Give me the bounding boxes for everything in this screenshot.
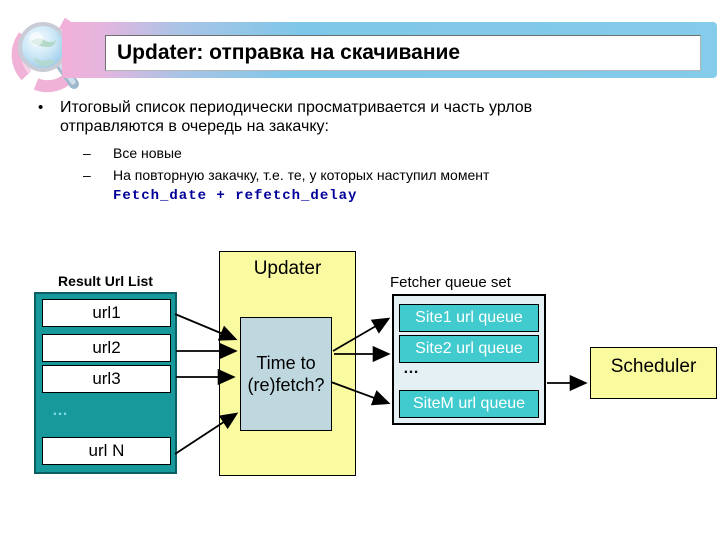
- sub-bullet-text: Все новые: [113, 145, 182, 161]
- dash-marker: –: [83, 145, 91, 161]
- bullet-marker: •: [38, 99, 44, 116]
- url-item: url3: [42, 365, 171, 393]
- dash-marker: –: [83, 167, 91, 183]
- url-item: url2: [42, 334, 171, 362]
- title-box: Updater: отправка на скачивание: [105, 35, 701, 71]
- title-bar: Updater: отправка на скачивание: [62, 22, 717, 78]
- time-to-refetch-box: Time to (re)fetch?: [240, 317, 332, 431]
- code-expression: Fetch_date + refetch_delay: [113, 188, 358, 204]
- sub-bullet-item: – На повторную закачку, т.е. те, у котор…: [83, 167, 489, 184]
- site-queue-item: Site2 url queue: [399, 335, 539, 363]
- sub-bullet-item: – Все новые: [83, 145, 182, 162]
- url-item: url N: [42, 437, 171, 465]
- url-list-ellipsis: …: [52, 402, 70, 419]
- scheduler-box: Scheduler: [590, 347, 717, 399]
- bullet-text: Итоговый список периодически просматрива…: [60, 99, 533, 135]
- sub-bullet-text: На повторную закачку, т.е. те, у которых…: [113, 167, 490, 183]
- queue-ellipsis: …: [403, 360, 421, 377]
- time-to-refetch-label: Time to (re)fetch?: [247, 353, 325, 395]
- result-url-list-label: Result Url List: [58, 273, 153, 289]
- result-url-list-container: url1 url2 url3 … url N: [34, 292, 177, 474]
- page-title: Updater: отправка на скачивание: [117, 41, 461, 64]
- url-item: url1: [42, 299, 171, 327]
- updater-label: Updater: [253, 258, 322, 279]
- bullet-item: • Итоговый список периодически просматри…: [38, 98, 638, 136]
- fetcher-queue-set-container: Site1 url queue Site2 url queue … SiteM …: [392, 294, 546, 425]
- site-queue-item: SiteM url queue: [399, 390, 539, 418]
- site-queue-item: Site1 url queue: [399, 304, 539, 332]
- scheduler-label: Scheduler: [610, 356, 697, 377]
- fetcher-queue-set-label: Fetcher queue set: [390, 274, 511, 291]
